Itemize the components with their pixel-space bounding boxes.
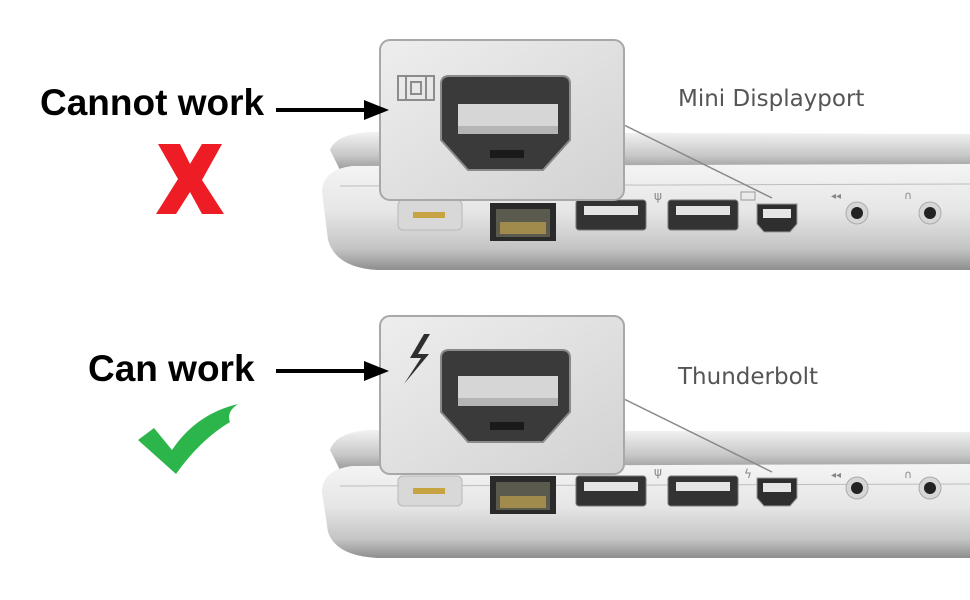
red-x-icon bbox=[156, 144, 224, 214]
port-name: Thunderbolt bbox=[678, 364, 819, 390]
audio-in-jack bbox=[845, 201, 869, 225]
laptop-photo: ψ ϟ ◂◂ ∩ bbox=[276, 315, 970, 558]
ethernet-port bbox=[490, 203, 556, 241]
zoom-leader-line bbox=[621, 123, 773, 199]
status-label: Cannot work bbox=[40, 82, 265, 123]
usb-port bbox=[667, 475, 739, 507]
headphone-icon: ∩ bbox=[904, 189, 912, 202]
thunderbolt-icon bbox=[404, 334, 430, 384]
usb-port bbox=[575, 475, 647, 507]
usb-port bbox=[667, 199, 739, 231]
laptop-video-port bbox=[756, 477, 798, 507]
zoom-leader-line bbox=[621, 397, 773, 473]
pointer-arrow bbox=[276, 100, 389, 120]
pointer-arrow bbox=[276, 361, 389, 381]
port-name: Mini Displayport bbox=[678, 86, 865, 112]
green-check-icon bbox=[138, 404, 238, 474]
headphone-icon: ∩ bbox=[904, 468, 912, 481]
status-label: Can work bbox=[88, 348, 255, 389]
zoomed-port-inset bbox=[379, 39, 625, 201]
line-in-icon: ◂◂ bbox=[831, 191, 841, 202]
mini-displayport-panel: ψ ◂◂ ∩ bbox=[40, 39, 970, 270]
laptop-base bbox=[322, 464, 970, 558]
headphone-jack bbox=[918, 476, 942, 500]
laptop-video-port bbox=[756, 203, 798, 233]
magsafe-port bbox=[397, 199, 463, 231]
zoomed-port-inset bbox=[379, 315, 625, 475]
ethernet-port bbox=[490, 476, 556, 514]
laptop-photo: ψ ◂◂ ∩ bbox=[276, 39, 970, 270]
thunderbolt-panel: ψ ϟ ◂◂ ∩ bbox=[0, 300, 970, 600]
displayport-icon bbox=[397, 75, 435, 101]
line-in-icon: ◂◂ bbox=[831, 470, 841, 481]
thunderbolt-small-icon: ϟ bbox=[744, 467, 752, 481]
audio-in-jack bbox=[845, 476, 869, 500]
usb-icon: ψ bbox=[654, 189, 662, 203]
magsafe-port bbox=[397, 475, 463, 507]
usb-port bbox=[575, 199, 647, 231]
usb-icon: ψ bbox=[654, 465, 662, 479]
headphone-jack bbox=[918, 201, 942, 225]
